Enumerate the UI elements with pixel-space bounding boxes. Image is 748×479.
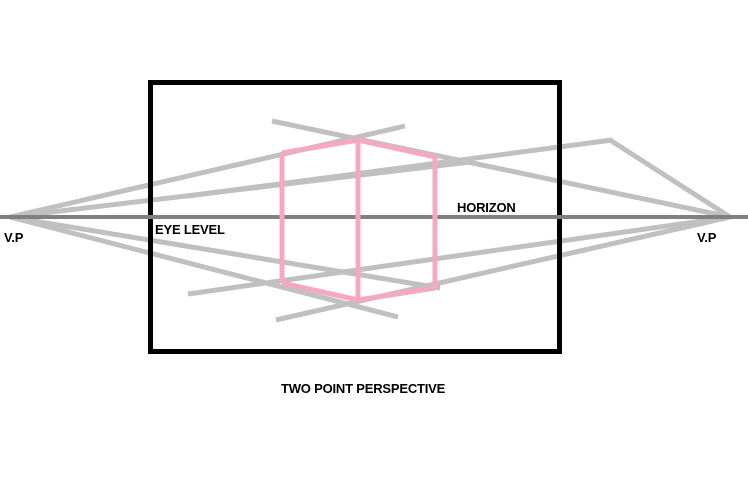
construction-line-left-vp-lower-a bbox=[9, 214, 441, 291]
cube-group bbox=[279, 137, 438, 303]
construction-line-right-vp-upper-b bbox=[608, 137, 732, 220]
cube-edge-top-right bbox=[357, 137, 436, 160]
cube-edge-top-left bbox=[281, 137, 359, 156]
construction-line-right-vp-lower-b bbox=[275, 214, 731, 323]
horizon-label: HORIZON bbox=[457, 200, 516, 215]
cube-edge-bottom-left bbox=[281, 280, 359, 303]
eye-level-label: EYE LEVEL bbox=[155, 222, 225, 237]
construction-line-left-vp-lower-b bbox=[9, 214, 399, 320]
diagram-caption: TWO POINT PERSPECTIVE bbox=[281, 381, 446, 396]
cube-edge-bottom-right bbox=[357, 285, 436, 303]
vanishing-point-right-label: V.P bbox=[697, 230, 717, 245]
construction-line-right-vp-upper-c bbox=[187, 137, 613, 199]
construction-line-right-vp-upper-a bbox=[271, 118, 731, 220]
construction-lines-group bbox=[9, 118, 732, 323]
construction-line-right-vp-lower-a bbox=[187, 214, 731, 297]
vanishing-point-left-label: V.P bbox=[4, 230, 24, 245]
